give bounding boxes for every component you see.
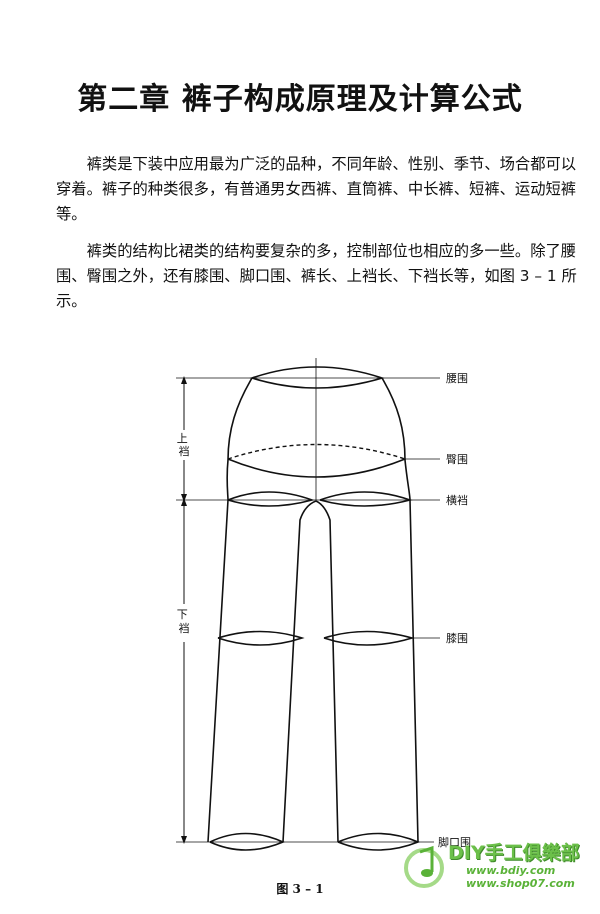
- hem-label: 脚口围: [438, 835, 471, 849]
- inseam-label: 下 裆: [177, 608, 192, 635]
- crotch-label: 横裆: [446, 493, 468, 507]
- upper-rise-label: 上 裆: [177, 432, 192, 458]
- chapter-title: 第二章 裤子构成原理及计算公式: [77, 82, 523, 117]
- music-note-logo-icon: [404, 845, 444, 888]
- watermark-brand: DIY手工俱樂部: [448, 842, 580, 864]
- paragraph-intro: 裤类是下装中应用最为广泛的品种，不同年龄、性别、季节、场合都可以穿着。裤子的种类…: [56, 155, 577, 223]
- hip-label: 臀围: [446, 453, 468, 466]
- watermark-urls: www.bdiy.com www.shop07.com: [466, 864, 575, 890]
- watermark: DIY手工俱樂部 www.bdiy.com www.shop07.com: [402, 834, 592, 900]
- waist-label: 腰围: [446, 372, 468, 385]
- knee-label: 膝围: [446, 632, 468, 645]
- figure-caption: 图 3 – 1: [276, 882, 324, 896]
- trouser-outline: [207, 366, 421, 851]
- waist-line-shape: [249, 366, 385, 389]
- watermark-url-1: www.bdiy.com: [466, 864, 556, 877]
- watermark-url-2: www.shop07.com: [466, 877, 575, 890]
- paragraph-structure: 裤类的结构比裙类的结构要复杂的多，控制部位也相应的多一些。除了腰围、臀围之外，还…: [56, 242, 577, 310]
